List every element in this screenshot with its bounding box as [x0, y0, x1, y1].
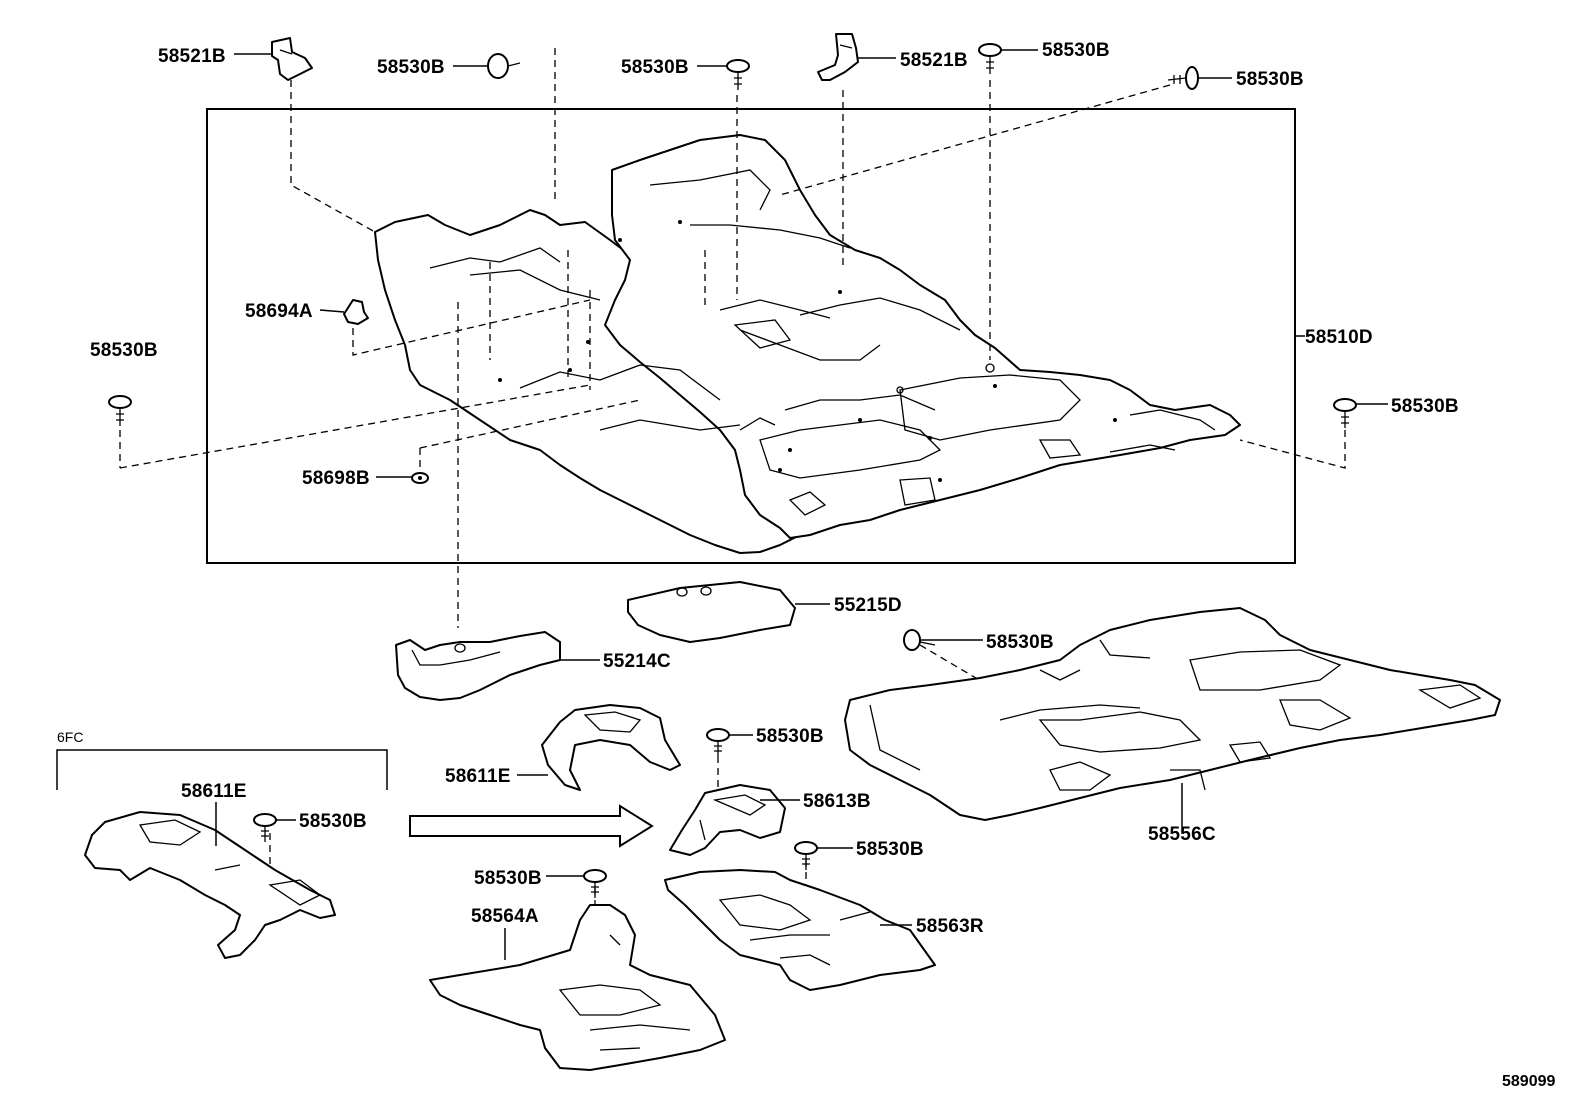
variant-bracket-6fc [56, 749, 388, 790]
label-58530b-58563r: 58530B [856, 839, 924, 860]
leader-lines [215, 49, 1388, 960]
bracket-58611e-mid [541, 704, 681, 791]
label-58694a: 58694A [245, 301, 313, 322]
label-58698b: 58698B [302, 468, 370, 489]
label-58521b-right: 58521B [900, 50, 968, 71]
clip-58521b-right [817, 33, 859, 81]
retainer-58694a [343, 299, 369, 325]
clip-58521b-left [271, 37, 313, 81]
label-58510d: 58510D [1305, 327, 1373, 348]
label-58530b-top2: 58530B [621, 57, 689, 78]
pushpin-58530b-right [1333, 398, 1357, 428]
assembly-lines [119, 48, 1346, 990]
carpet-58563r [664, 869, 936, 991]
label-58611e-variant: 58611E [181, 781, 247, 802]
label-58530b-top3: 58530B [1042, 40, 1110, 61]
label-variant-code: 6FC [57, 729, 83, 745]
label-figure-id: 589099 [1502, 1073, 1555, 1090]
bracket-58611e-variant [84, 811, 336, 959]
label-58563r: 58563R [916, 916, 984, 937]
part-labels: 58521B 58530B 58530B 58521B 58530B 58530… [57, 40, 1555, 1090]
label-58564a: 58564A [471, 906, 539, 927]
bracket-58613b [669, 784, 786, 856]
pushpin-58530b-top1 [487, 53, 521, 79]
grommet-58698b [411, 472, 429, 484]
label-58556c: 58556C [1148, 824, 1216, 845]
label-58611e-mid: 58611E [445, 766, 511, 787]
floor-carpet-assembly [374, 134, 1241, 554]
pushpin-58530b-left [108, 395, 132, 426]
pushpin-58530b-variant [253, 813, 277, 842]
label-58613b: 58613B [803, 791, 871, 812]
label-58530b-variant: 58530B [299, 811, 367, 832]
pushpin-58530b-top4 [1167, 66, 1199, 90]
label-58521b-left: 58521B [158, 46, 226, 67]
label-58530b-carpet: 58530B [986, 632, 1054, 653]
pushpin-58530b-58563r [794, 841, 818, 870]
panel-55214c [395, 631, 561, 701]
arrow-right-icon [409, 804, 654, 848]
pushpin-58530b-top2 [726, 59, 750, 90]
label-58530b-58564a: 58530B [474, 868, 542, 889]
label-58530b-right: 58530B [1391, 396, 1459, 417]
label-58530b-top1: 58530B [377, 57, 445, 78]
label-58530b-top4: 58530B [1236, 69, 1304, 90]
label-55215d: 55215D [834, 595, 902, 616]
carpet-58564a [429, 904, 726, 1071]
pushpin-58530b-58564a [583, 869, 607, 898]
pushpin-58530b-top3 [978, 43, 1002, 74]
label-58530b-58613b: 58530B [756, 726, 824, 747]
carpet-58556c [844, 607, 1501, 821]
label-55214c: 55214C [603, 651, 671, 672]
pushpin-58530b-58613b [706, 728, 730, 756]
label-58530b-left: 58530B [90, 340, 158, 361]
pad-55215d [627, 581, 796, 643]
